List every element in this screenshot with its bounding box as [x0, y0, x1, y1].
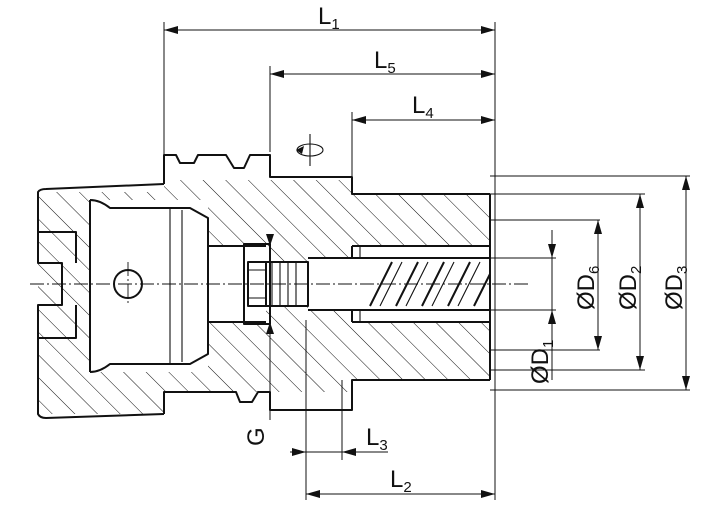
- label-l2: L2: [390, 466, 412, 496]
- label-l3: L3: [366, 424, 388, 454]
- label-l5: L5: [374, 47, 396, 77]
- label-d3: ØD3: [661, 266, 691, 310]
- dimension-lines: [163, 22, 690, 500]
- label-g: G: [243, 427, 270, 446]
- tool-holder-outline: [37, 154, 491, 419]
- section-hatching: [38, 180, 490, 414]
- label-d1: ØD1: [527, 340, 557, 384]
- label-l4: L4: [412, 92, 434, 122]
- rotation-arrow-icon: [296, 134, 324, 166]
- label-d2: ØD2: [615, 266, 645, 310]
- label-d6: ØD6: [573, 266, 603, 310]
- label-l1: L1: [318, 3, 340, 33]
